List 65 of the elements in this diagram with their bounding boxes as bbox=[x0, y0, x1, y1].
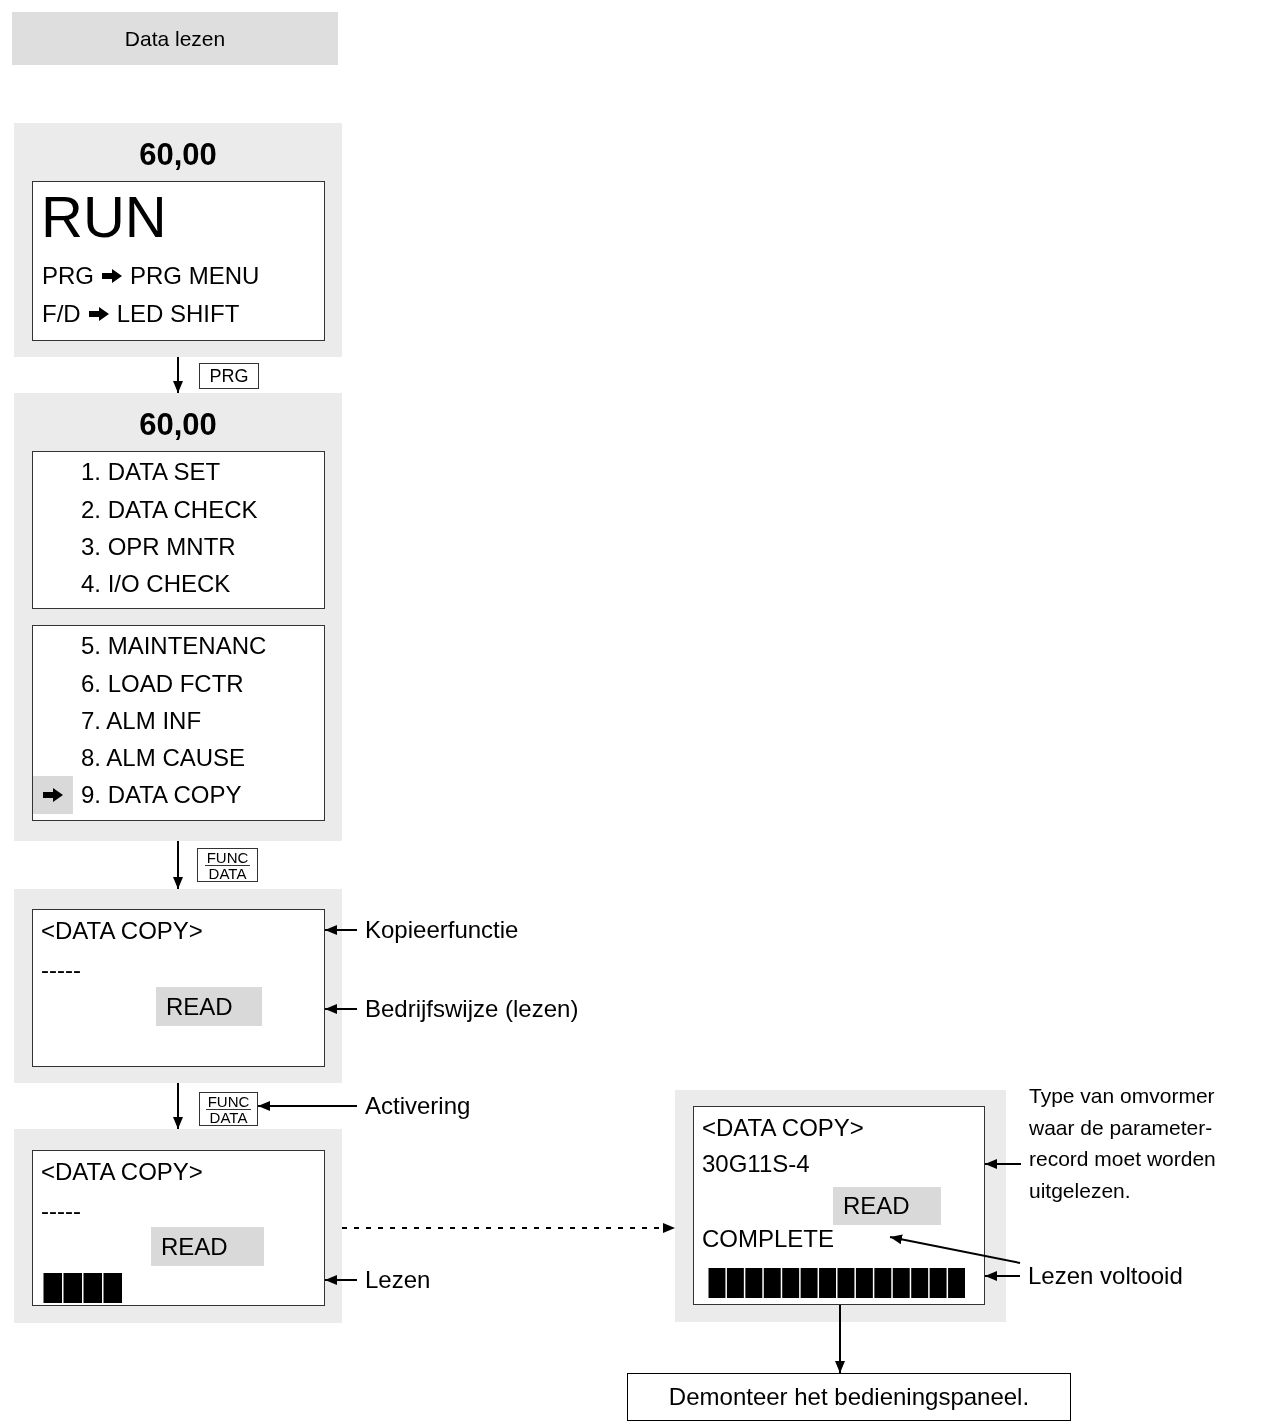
instruction-box: Demonteer het bedieningspaneel. bbox=[627, 1373, 1071, 1421]
display-text: 30G11S-4 bbox=[702, 1149, 810, 1179]
display-text: ----- bbox=[41, 955, 81, 985]
key-text: DATA bbox=[207, 865, 248, 881]
display-text: <DATA COPY> bbox=[41, 916, 203, 946]
display-panel bbox=[14, 393, 342, 841]
key-text: FUNC bbox=[205, 1093, 252, 1110]
key-text: PRG bbox=[208, 366, 250, 386]
callout-text: Activering bbox=[357, 1090, 517, 1122]
display-text: COMPLETE bbox=[702, 1224, 835, 1254]
menu-item: 5. MAINTENANC bbox=[81, 631, 267, 661]
leader-arrow bbox=[324, 1004, 358, 1014]
callout-text: Kopieerfunctie bbox=[357, 914, 577, 946]
menu-item: 2. DATA CHECK bbox=[81, 495, 258, 525]
mode-indicator: READ bbox=[151, 1227, 264, 1266]
leader-arrow bbox=[324, 925, 358, 935]
flow-arrow bbox=[173, 356, 183, 394]
keypad-key bbox=[197, 848, 258, 882]
function-text: LED SHIFT bbox=[116, 299, 240, 329]
flow-arrow bbox=[173, 840, 183, 890]
display-panel bbox=[14, 889, 342, 1083]
lcd-screen bbox=[32, 1150, 325, 1306]
leader-arrow bbox=[324, 1275, 358, 1285]
callout-text: Bedrijfswijze (lezen) bbox=[357, 993, 647, 1025]
frequency-readout: 60,00 bbox=[138, 136, 218, 174]
lcd-screen bbox=[32, 625, 325, 821]
lcd-screen bbox=[32, 909, 325, 1067]
display-panel bbox=[675, 1090, 1006, 1322]
leader-arrow bbox=[257, 1101, 358, 1111]
leader-arrow bbox=[889, 1234, 1021, 1264]
display-panel bbox=[14, 123, 342, 357]
callout-text: Type van omvormer waar de parameter-record moet worden uitgelezen. bbox=[1021, 1080, 1263, 1210]
key-text: DATA bbox=[208, 1109, 249, 1125]
title-banner: Data lezen bbox=[12, 12, 338, 65]
menu-item: 8. ALM CAUSE bbox=[81, 743, 246, 773]
mode-indicator: READ bbox=[156, 987, 262, 1026]
menu-item: 4. I/O CHECK bbox=[81, 569, 231, 599]
callout-text: Lezen bbox=[357, 1264, 467, 1296]
display-text: <DATA COPY> bbox=[702, 1113, 864, 1143]
leader-arrow bbox=[984, 1159, 1022, 1169]
status-text: RUN bbox=[41, 184, 167, 250]
lcd-screen bbox=[32, 181, 325, 341]
display-panel bbox=[14, 1129, 342, 1323]
display-text: <DATA COPY> bbox=[41, 1157, 203, 1187]
display-text: ----- bbox=[41, 1196, 81, 1226]
menu-item: 9. DATA COPY bbox=[81, 780, 242, 810]
menu-item: 7. ALM INF bbox=[81, 706, 202, 736]
lcd-screen bbox=[693, 1106, 985, 1305]
keypad-key bbox=[199, 363, 259, 389]
callout-text: Lezen voltooid bbox=[1020, 1260, 1220, 1292]
mode-indicator: READ bbox=[833, 1187, 941, 1225]
flow-arrow bbox=[173, 1082, 183, 1130]
leader-arrow bbox=[984, 1271, 1021, 1281]
key-name: F/D bbox=[42, 299, 81, 329]
flow-arrow bbox=[835, 1304, 845, 1374]
menu-item: 6. LOAD FCTR bbox=[81, 669, 244, 699]
keypad-key bbox=[199, 1092, 258, 1126]
menu-item: 3. OPR MNTR bbox=[81, 532, 236, 562]
key-name: PRG bbox=[42, 261, 94, 291]
key-text: FUNC bbox=[204, 849, 251, 866]
function-text: PRG MENU bbox=[130, 261, 260, 291]
frequency-readout: 60,00 bbox=[138, 406, 218, 444]
lcd-screen bbox=[32, 451, 325, 609]
menu-item: 1. DATA SET bbox=[81, 457, 221, 487]
dashed-arrow bbox=[341, 1223, 676, 1233]
